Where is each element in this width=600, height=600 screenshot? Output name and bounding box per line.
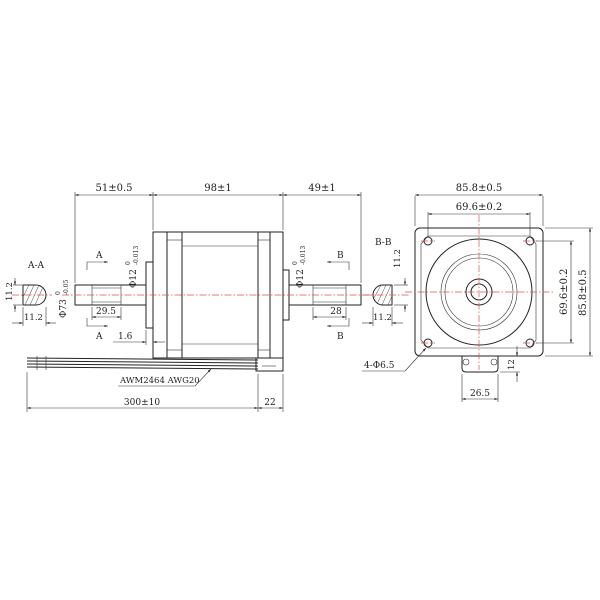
tab-width-label: 26.5: [470, 389, 490, 399]
cut-a-top-label: A: [95, 251, 103, 261]
section-b-b-flat-label: 11.2: [373, 313, 392, 323]
end-height-overall-label: 85.8±0.5: [578, 269, 589, 316]
front-flat-length-label: 29.5: [96, 307, 116, 317]
rear-flat-length-label: 28: [330, 307, 342, 317]
section-a-a-title: A-A: [27, 261, 45, 271]
pilot-tol-lower: -0.05: [63, 279, 70, 295]
cut-b-bottom-label: B: [337, 332, 344, 342]
cut-a-bottom-label: A: [95, 332, 103, 342]
rear-shaft-tol-lower: -0.013: [300, 246, 307, 265]
cut-b-top-label: B: [337, 251, 344, 261]
end-view-cable-tab: [461, 356, 499, 373]
end-width-overall-label: 85.8±0.5: [456, 183, 503, 194]
section-a-a-flat-label: 11.2: [24, 313, 43, 323]
end-hole-spacing-h-label: 69.6±0.2: [456, 202, 503, 213]
cable-exit-label: 22: [264, 398, 275, 408]
dim-rear-shaft-label: 49±1: [308, 183, 335, 194]
section-b-b-height-label: 11.2: [393, 249, 403, 268]
rear-shaft-tol-upper: 0: [292, 261, 299, 265]
front-shaft-tol-lower: -0.013: [133, 246, 140, 265]
tab-height-label: 12: [507, 359, 517, 370]
cable-wires: [26, 357, 259, 370]
mount-holes-label: 4-Φ6.5: [364, 361, 395, 371]
pilot-dia-label: Φ73: [59, 299, 69, 318]
end-hole-spacing-v-label: 69.6±0.2: [559, 268, 570, 315]
cable-length-label: 300±10: [124, 398, 160, 408]
dim-body-label: 98±1: [204, 183, 231, 194]
end-view: 85.8±0.5 69.6±0.2 69.6±0.2 85.8±0.5 4-Φ6…: [362, 183, 593, 402]
cable-outlet: [255, 358, 284, 372]
pilot-tol-upper: 0: [55, 291, 62, 295]
section-a-a-shape: [22, 284, 47, 306]
flange-thickness-label: 1.6: [118, 332, 133, 342]
section-b-b: B-B 11.2 11.2: [362, 238, 410, 326]
front-shaft-dia-label: Φ12: [129, 269, 139, 288]
section-b-b-title: B-B: [375, 238, 392, 248]
front-shaft-tol-upper: 0: [125, 261, 132, 265]
section-a-a: A-A 11.2 11.2: [5, 261, 56, 326]
side-view: 51±0.5 98±1 49±1 Φ12 0 -0.013 Φ12 0 -0.0…: [26, 183, 372, 412]
cable-spec-label: AWM2464 AWG20: [119, 376, 200, 386]
dim-front-shaft-label: 51±0.5: [95, 183, 132, 194]
rear-shaft-dia-label: Φ12: [296, 269, 306, 288]
section-a-a-height-label: 11.2: [5, 282, 15, 301]
